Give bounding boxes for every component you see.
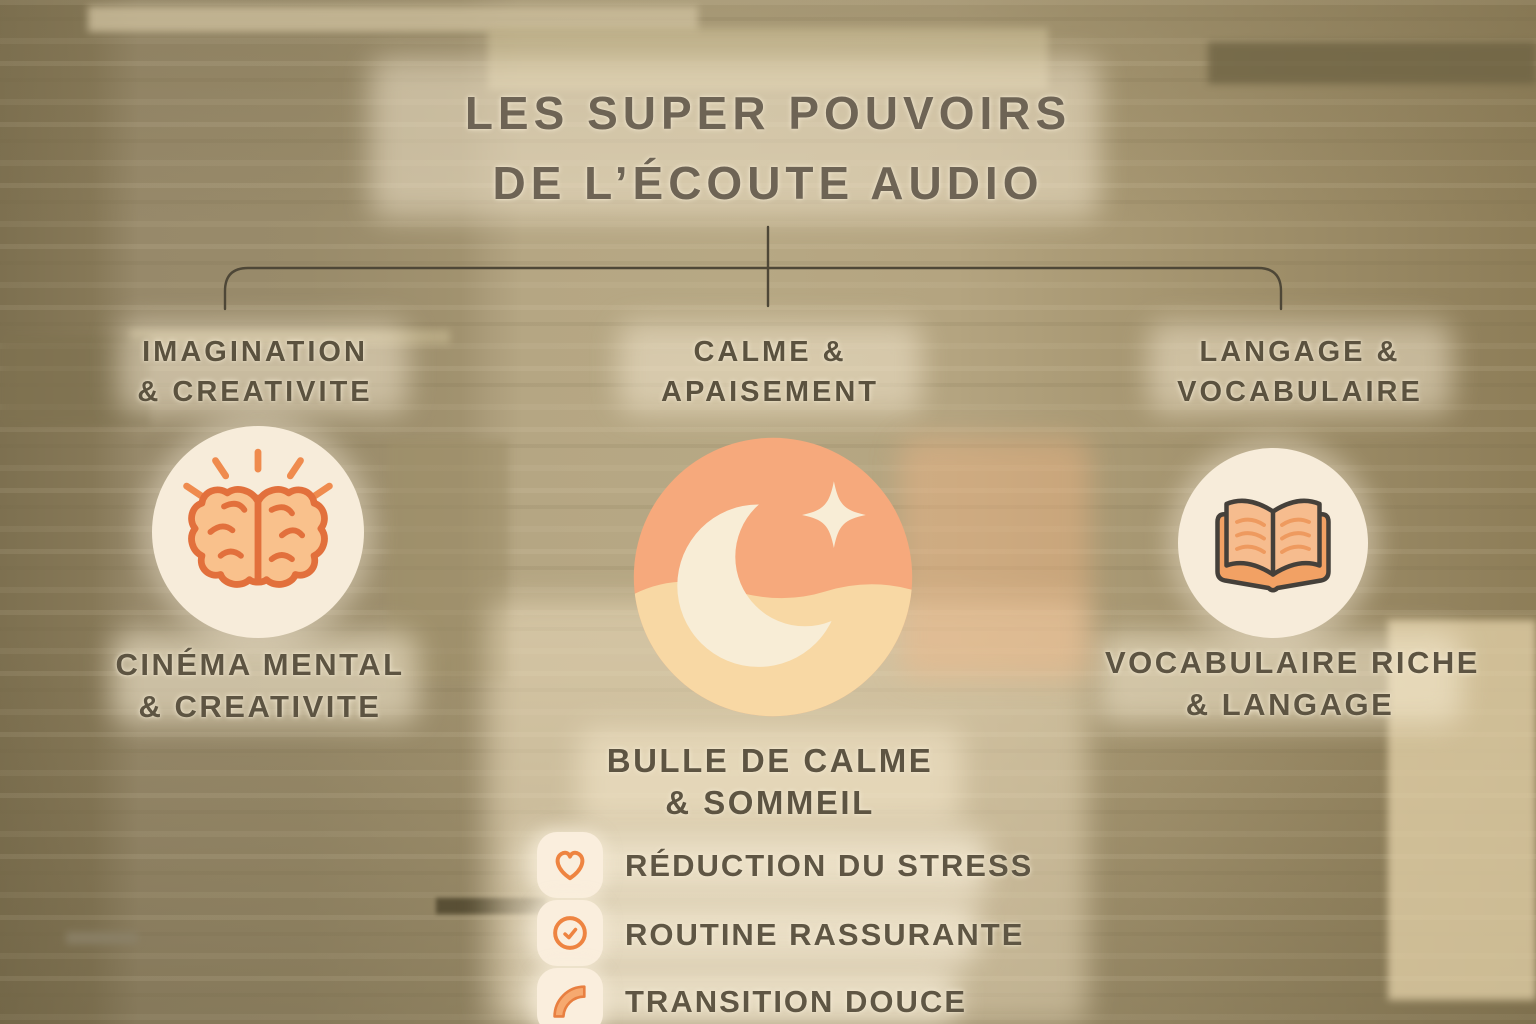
book-icon: [1215, 498, 1331, 593]
moon-badge: [628, 432, 918, 727]
halo: [112, 632, 418, 724]
sub-item-label: TRANSITION DOUCE: [625, 984, 967, 1019]
halo: [1148, 322, 1452, 414]
branch-langage-label-line2: & LANGAGE: [1185, 687, 1395, 722]
glitch-stripe: [436, 898, 546, 914]
book-badge: [1178, 448, 1368, 638]
branch-imagination-label-line1: CINÉMA MENTAL: [115, 647, 405, 682]
halo: [618, 322, 922, 414]
heart-bubble: [537, 832, 603, 898]
branch-langage-heading-line1: LANGAGE &: [1199, 336, 1401, 368]
glitch-stripe: [1208, 42, 1536, 84]
heart-icon: [555, 850, 585, 881]
branch-imagination-label-line2: & CREATIVITE: [138, 689, 382, 724]
transition-icon: [553, 985, 586, 1018]
transition-bubble: [537, 968, 603, 1024]
halo: [900, 438, 1090, 678]
branch-langage-heading-line2: VOCABULAIRE: [1177, 376, 1423, 408]
page-title-line2: DE L’ÉCOUTE AUDIO: [492, 157, 1044, 209]
branch-langage-label-line1: VOCABULAIRE RICHE: [1105, 645, 1480, 680]
glitch-stripe: [66, 932, 138, 944]
halo: [370, 58, 1100, 218]
clock-icon: [553, 916, 587, 950]
brain-icon: [183, 448, 333, 588]
brain-badge: [152, 426, 364, 638]
clock-bubble: [537, 900, 603, 966]
sub-item-label: ROUTINE RASSURANTE: [625, 917, 1025, 952]
branch-calme-label-line2: & SOMMEIL: [665, 784, 875, 821]
moon-icon: [628, 432, 918, 722]
halo: [118, 322, 408, 414]
glitch-stripe: [88, 6, 698, 32]
branch-imagination-heading-line1: IMAGINATION: [142, 336, 368, 368]
branch-calme-heading-line2: APAISEMENT: [661, 376, 879, 408]
halo: [1096, 632, 1462, 724]
branch-calme-label-line1: BULLE DE CALME: [606, 742, 934, 779]
branch-imagination-heading-line2: & CREATIVITE: [137, 376, 373, 408]
branch-calme-heading-line1: CALME &: [693, 336, 847, 368]
sub-item-label: RÉDUCTION DU STRESS: [625, 848, 1034, 883]
page-title-line1: LES SUPER POUVOIRS: [464, 87, 1072, 139]
halo: [578, 728, 962, 826]
